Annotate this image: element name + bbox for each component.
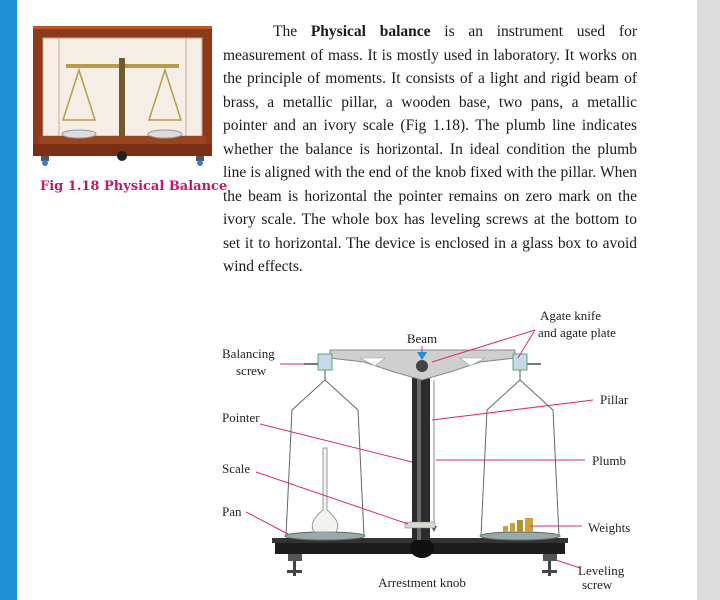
label-balancing-line1: Balancing <box>222 346 275 361</box>
figure-caption: Fig 1.18 Physical Balance <box>40 179 228 194</box>
leveling-screw-left <box>287 554 302 576</box>
label-agate-line2: and agate plate <box>538 325 616 340</box>
agate-plate-right <box>512 353 528 371</box>
paragraph-body: is an instrument used for measurement of… <box>223 23 637 275</box>
label-leveling-line2: screw <box>582 577 613 592</box>
label-balancing-line2: screw <box>236 363 267 378</box>
volumetric-flask <box>311 447 339 533</box>
agate-plate-left <box>317 353 333 371</box>
paragraph-term: Physical balance <box>310 23 431 40</box>
weights <box>503 518 533 532</box>
label-pointer: Pointer <box>222 410 260 425</box>
label-pan: Pan <box>222 504 242 519</box>
beam <box>329 349 516 381</box>
right-scrollbar-track[interactable] <box>697 0 720 600</box>
physical-balance-photo <box>33 26 212 166</box>
physical-balance-diagram: Beam Agate knife and agate plate Balanci… <box>222 308 630 592</box>
pan-left <box>284 531 366 541</box>
label-plumb: Plumb <box>592 453 626 468</box>
label-beam: Beam <box>407 331 437 346</box>
body-paragraph: The Physical balance is an instrument us… <box>223 20 637 279</box>
ivory-scale <box>404 521 436 529</box>
label-pillar: Pillar <box>600 392 629 407</box>
label-arrestment-knob: Arrestment knob <box>378 575 466 590</box>
left-accent-bar <box>0 0 17 600</box>
label-scale: Scale <box>222 461 250 476</box>
arrestment-knob <box>410 538 434 558</box>
leader-lines <box>245 329 594 569</box>
leveling-screw-right <box>542 554 557 576</box>
pan-hanger-right <box>480 370 560 537</box>
label-leveling-line1: Leveling <box>578 563 625 578</box>
label-agate-line1: Agate knife <box>540 308 601 323</box>
pan-hanger-left <box>285 370 365 537</box>
pan-right <box>479 531 561 541</box>
paragraph-intro: The <box>273 23 311 40</box>
label-weights: Weights <box>588 520 630 535</box>
